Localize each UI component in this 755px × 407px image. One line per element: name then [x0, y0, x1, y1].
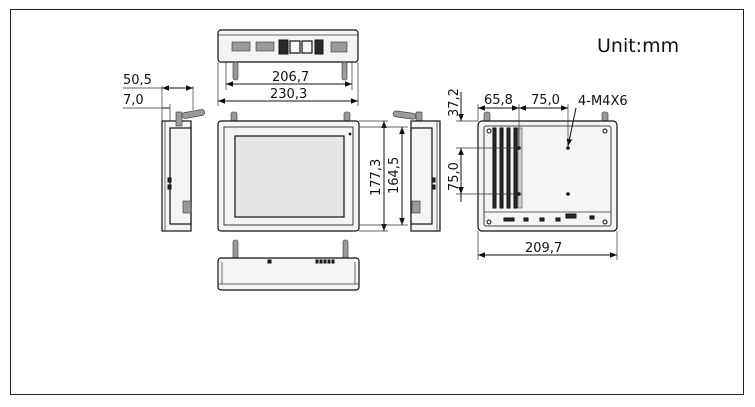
mount-hole-br — [566, 192, 570, 196]
unit-label: Unit:mm — [597, 35, 679, 57]
rear-view — [477, 111, 618, 232]
drawing-frame — [10, 9, 744, 395]
dim-top-inner: 206,7 — [225, 62, 353, 90]
antenna-left — [232, 61, 239, 81]
serial-port-1 — [231, 41, 251, 52]
screen — [234, 135, 345, 218]
dim-label-7-0: 7,0 — [123, 93, 144, 108]
dim-label-75-0-vertical: 75,0 — [447, 162, 462, 191]
dim-label-177-3: 177,3 — [369, 159, 384, 196]
right-side-view — [392, 110, 441, 232]
dim-rear-left-offset: 65,8 — [477, 93, 569, 148]
dim-front-inner-height: 164,5 — [359, 126, 408, 226]
screw-spec-label: 4-M4X6 — [578, 94, 628, 109]
rear-chassis — [477, 120, 618, 232]
dim-rear-top-offset: 37,2 — [447, 88, 478, 165]
heatsink-fins — [492, 127, 497, 209]
dim-label-206-7: 206,7 — [272, 70, 309, 85]
dim-side-total: 50,5 — [123, 73, 194, 121]
antenna-side — [181, 109, 205, 119]
antenna-right — [341, 61, 348, 81]
antenna-side-right — [392, 110, 417, 120]
dim-label-50-5: 50,5 — [123, 73, 152, 88]
dim-top-outer: 230,3 — [217, 62, 359, 106]
dim-label-164-5: 164,5 — [387, 157, 402, 194]
dim-label-230-3: 230,3 — [270, 87, 307, 102]
usb-port-1 — [278, 39, 289, 55]
front-view — [217, 111, 360, 232]
dim-label-65-8: 65,8 — [484, 93, 513, 108]
dim-front-outer-height: 177,3 — [359, 120, 388, 232]
dim-rear-width: 209,7 — [477, 231, 618, 260]
dim-rear-h-spacing: 75,0 — [519, 93, 568, 111]
dim-label-75-0-horizontal: 75,0 — [531, 93, 560, 108]
lan-port-2 — [301, 40, 313, 54]
power-connector — [330, 41, 348, 53]
dim-label-37-2: 37,2 — [447, 88, 462, 117]
lan-port-1 — [289, 40, 301, 54]
top-view — [217, 29, 359, 81]
dim-side-bezel: 7,0 — [123, 93, 171, 121]
bottom-view — [217, 239, 360, 291]
dim-label-209-7: 209,7 — [525, 241, 562, 256]
usb-port-2 — [314, 39, 324, 55]
callout-screw-spec: 4-M4X6 — [566, 94, 628, 147]
serial-port-2 — [255, 41, 275, 52]
dim-rear-v-spacing: 75,0 — [447, 147, 519, 202]
left-side-view — [161, 109, 205, 232]
